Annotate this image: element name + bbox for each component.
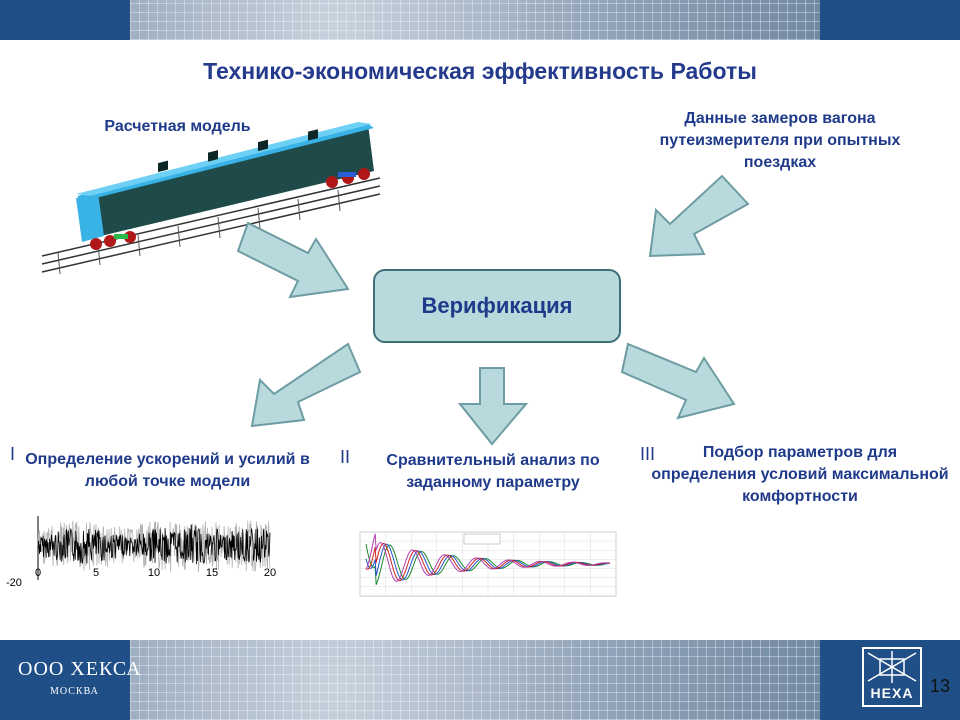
chart1-series-black — [37, 524, 271, 565]
outcome-3-label: Подбор параметров для определения услови… — [651, 444, 949, 505]
header-band — [0, 0, 960, 40]
arrow-to-outcome-2 — [457, 367, 529, 446]
train-model-image — [41, 122, 381, 275]
chart1-y-tick-0: -20 — [6, 577, 22, 589]
outcome-2-numeral: II — [340, 447, 351, 467]
outcome-3-numeral: III — [640, 444, 656, 464]
acceleration-signal-chart: 0 5 10 15 20 -20 — [6, 516, 276, 589]
chart2-series-0 — [365, 543, 611, 585]
chart1-x-tick-4: 20 — [264, 567, 276, 579]
model-label: Расчетная модель — [104, 118, 251, 135]
hexa-logo-text: HEXA — [870, 685, 914, 701]
chart2-series-3 — [365, 533, 611, 582]
hexa-logo: HEXA — [862, 647, 922, 707]
chart1-x-tick-1: 5 — [93, 567, 99, 579]
chart1-series-grey — [37, 520, 271, 573]
measurements-label: Данные замеров вагона путеизмерителя при… — [659, 110, 901, 171]
page-number: 13 — [930, 676, 951, 696]
outcome-1-label: Определение ускорений и усилий в любой т… — [25, 451, 310, 490]
company-city: МОСКВА — [50, 686, 99, 697]
outcome-1-numeral: I — [10, 444, 16, 464]
chart2-series-1 — [365, 543, 611, 581]
chart1-x-tick-3: 15 — [206, 567, 218, 579]
company-name: ООО ХЕКСА — [18, 658, 142, 680]
arrow-to-outcome-3 — [620, 342, 736, 420]
chart1-x-tick-2: 10 — [148, 567, 160, 579]
chart2-series-2 — [365, 542, 611, 582]
hexa-logo-mark-icon — [867, 651, 917, 683]
footer-mesh-image — [130, 640, 820, 720]
arrow-from-model — [236, 221, 350, 299]
arrow-from-measurements — [648, 174, 750, 258]
outcome-2-label: Сравнительный анализ по заданному параме… — [386, 452, 600, 491]
footer-band — [0, 640, 960, 720]
verification-box: Верификация — [373, 269, 621, 343]
comparison-oscillation-chart — [359, 531, 617, 597]
header-mesh-image — [130, 0, 820, 40]
chart1-x-tick-0: 0 — [35, 567, 41, 579]
chart2-legend — [463, 533, 501, 545]
slide-title: Технико-экономическая эффективность Рабо… — [203, 58, 757, 84]
arrow-to-outcome-1 — [250, 342, 362, 428]
